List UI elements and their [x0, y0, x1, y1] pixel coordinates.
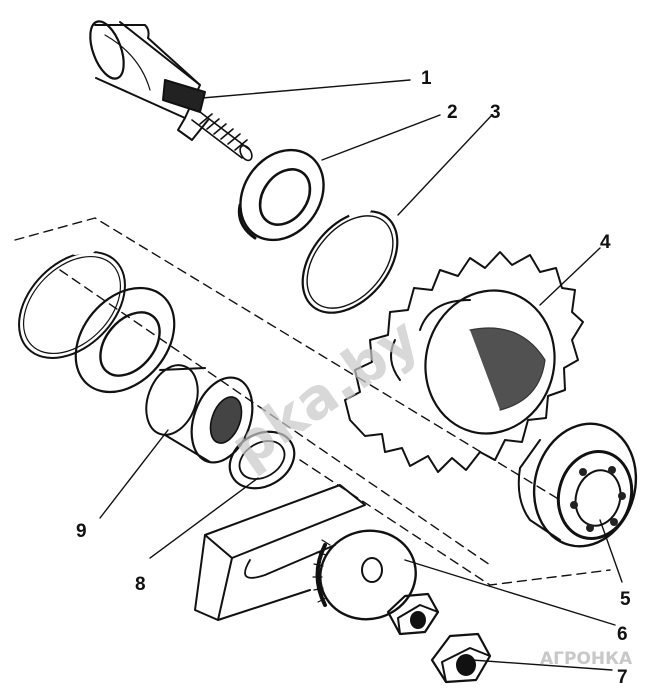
callout-3: 3: [490, 102, 501, 123]
part-4-sprocket: [344, 251, 584, 473]
callout-7: 7: [617, 667, 628, 688]
callout-8: 8: [135, 574, 146, 595]
part-6-adjusting-disc: [312, 529, 417, 621]
dashed-guide-lines: [14, 217, 611, 586]
part-8-spacer-ring: [228, 430, 296, 490]
callout-9: 9: [76, 521, 87, 542]
part-1-axle-pin: [89, 20, 253, 162]
callout-6: 6: [617, 624, 628, 645]
callout-4: 4: [600, 232, 611, 253]
left-flat-washer: [74, 286, 176, 394]
callout-1: 1: [421, 68, 432, 89]
part-5-ball-bearing: [517, 422, 638, 548]
corner-watermark-logo: АГРОНКА: [540, 649, 633, 669]
part-9-bushing: [145, 364, 254, 464]
callout-5: 5: [620, 589, 631, 610]
callout-2: 2: [447, 102, 458, 123]
part-7-nuts: [386, 592, 492, 684]
slotted-tension-plate: [194, 484, 366, 621]
part-2-flat-washer: [237, 148, 325, 242]
leader-lines: [99, 79, 623, 671]
left-snap-ring: [18, 247, 126, 359]
part-3-snap-ring: [301, 207, 399, 314]
